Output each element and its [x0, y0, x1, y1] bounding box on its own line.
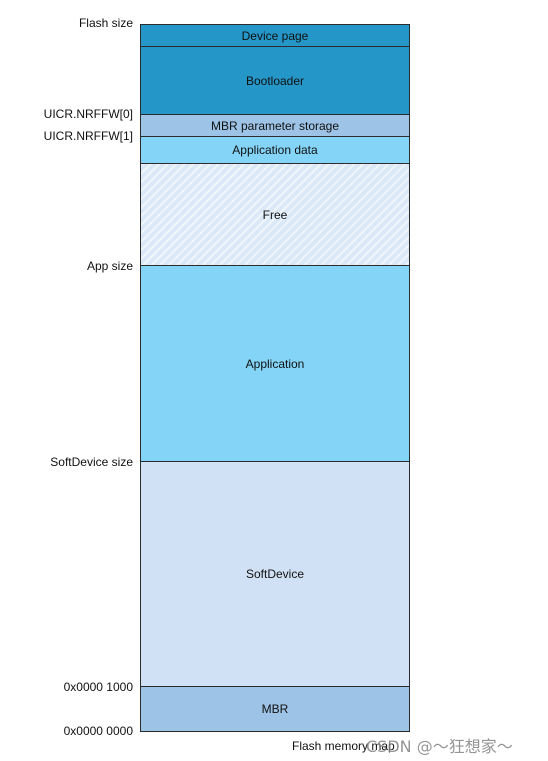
region-label-mbr: MBR — [261, 702, 289, 716]
address-label-0x00000000: 0x0000 0000 — [63, 724, 133, 738]
region-free: Free — [140, 163, 410, 266]
region-mbr-parameter-storage: MBR parameter storage — [140, 114, 410, 137]
address-label-0x00001000: 0x0000 1000 — [63, 680, 133, 694]
address-label-softdevice-size: SoftDevice size — [50, 455, 133, 469]
address-label-uicr-nrffw1: UICR.NRFFW[1] — [43, 129, 133, 143]
diagram-caption: Flash memory map — [292, 739, 395, 753]
region-device-page: Device page — [140, 24, 410, 47]
address-label-uicr-nrffw0: UICR.NRFFW[0] — [43, 107, 133, 121]
region-label-device-page: Device page — [241, 28, 309, 43]
region-label-application: Application — [245, 356, 305, 371]
memory-map-stack: Device page Bootloader MBR parameter sto… — [140, 24, 410, 732]
region-label-bootloader: Bootloader — [245, 73, 305, 88]
region-label-mbr-parameter-storage: MBR parameter storage — [210, 118, 340, 133]
region-label-application-data: Application data — [232, 143, 318, 157]
region-label-free: Free — [262, 207, 288, 222]
region-application-data: Application data — [140, 136, 410, 164]
region-softdevice: SoftDevice — [140, 461, 410, 687]
region-label-softdevice: SoftDevice — [245, 567, 305, 581]
address-label-app-size: App size — [86, 259, 133, 273]
region-bootloader: Bootloader — [140, 46, 410, 115]
address-label-flash-size: Flash size — [78, 16, 133, 30]
watermark-text: CSDN @～狂想家～ — [366, 737, 513, 756]
region-application: Application — [140, 265, 410, 462]
region-mbr: MBR — [140, 686, 410, 732]
